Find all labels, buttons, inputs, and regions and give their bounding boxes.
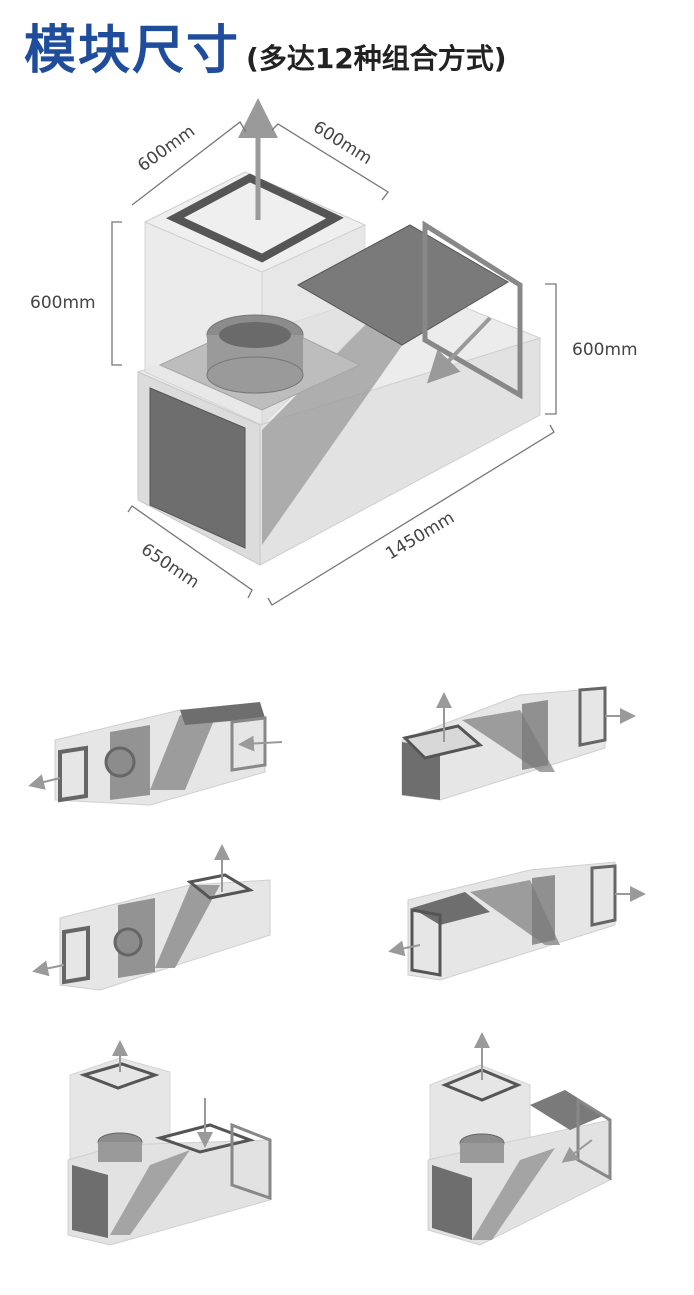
combination-2: [401, 686, 636, 801]
dim-top-left: 600mm: [134, 121, 199, 176]
dim-depth: 650mm: [137, 540, 203, 593]
combination-1: [28, 702, 283, 806]
filter-panel-side: [149, 387, 246, 549]
dim-left-height: 600mm: [30, 293, 96, 313]
fan-ring-bottom: [206, 356, 304, 394]
page-title: 模块尺寸: [24, 21, 241, 81]
page-subtitle: (多达12种组合方式): [246, 42, 507, 75]
dim-top-right: 600mm: [309, 117, 375, 169]
top-outlet-frame: [166, 173, 344, 263]
right-end-frame: [422, 220, 523, 400]
combination-5: [67, 1040, 272, 1246]
dim-length: 1450mm: [382, 508, 458, 564]
combination-3: [32, 844, 271, 991]
diagonal-filter: [262, 320, 420, 545]
right-arrow: [426, 316, 492, 384]
page-header: 模块尺寸 (多达12种组合方式): [24, 8, 507, 81]
fan-ring-inner: [219, 322, 291, 348]
right-top-filter: [296, 224, 509, 346]
dimension-lines: [111, 121, 557, 606]
dim-right-height: 600mm: [572, 340, 638, 360]
combination-4: [388, 861, 646, 981]
main-module: [136, 98, 542, 566]
combination-6: [427, 1032, 612, 1246]
upper-cube-top: [143, 171, 367, 273]
